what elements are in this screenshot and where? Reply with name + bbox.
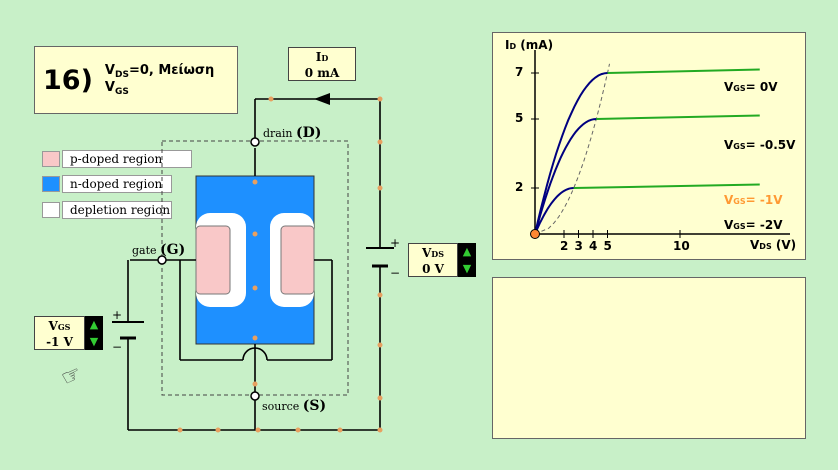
curve-label: VGS= -2V xyxy=(724,218,783,232)
curve-label: VGS= 0V xyxy=(724,80,778,94)
legend-n-doped: n-doped region xyxy=(42,175,172,193)
curve-label: VGS= -1V xyxy=(724,193,783,207)
curve-label: VGS= -0.5V xyxy=(724,138,796,152)
ohmic-curve xyxy=(534,118,597,235)
x-tick-label: 3 xyxy=(574,239,583,253)
legend-depletion: depletion region xyxy=(42,201,172,219)
drain-terminal xyxy=(250,137,260,147)
drain-label: drain (D) xyxy=(263,125,322,141)
x-tick-label: 10 xyxy=(673,239,690,253)
y-tick-label: 2 xyxy=(515,180,524,194)
vds-meter: VDS 0 V xyxy=(408,243,458,277)
experiment-title: VDS=0, Μείωση VGS xyxy=(104,63,215,97)
y-tick-label: 5 xyxy=(515,111,524,125)
vgs-value: -1 V xyxy=(46,335,73,349)
y-tick-label: 7 xyxy=(515,65,524,79)
ohmic-curve xyxy=(534,187,574,235)
vgs-minus-sign: − xyxy=(112,340,123,354)
vgs-down-arrow-icon[interactable]: ▼ xyxy=(89,335,99,348)
vgs-up-arrow-icon[interactable]: ▲ xyxy=(89,318,99,331)
operating-point xyxy=(530,229,540,239)
y-axis-label: ID (mA) xyxy=(505,38,554,52)
vgs-plus-sign: + xyxy=(112,308,123,322)
saturation-line xyxy=(596,114,760,120)
vds-plus-sign: + xyxy=(390,236,401,250)
vds-stepper[interactable]: ▲ ▼ xyxy=(458,243,476,277)
saturation-line xyxy=(573,183,760,189)
pinch-off-locus xyxy=(534,63,610,235)
ohmic-curve xyxy=(534,72,608,235)
x-tick-label: 4 xyxy=(589,239,598,253)
title-box: 16) VDS=0, Μείωση VGS xyxy=(34,46,238,114)
vgs-meter: VGS -1 V xyxy=(34,316,85,350)
x-tick-label: 2 xyxy=(560,239,569,253)
vds-minus-sign: − xyxy=(390,266,401,280)
experiment-number: 16) xyxy=(43,64,93,96)
vds-up-arrow-icon[interactable]: ▲ xyxy=(462,245,472,258)
x-axis-label: VDS (V) xyxy=(750,238,797,252)
depletion-swatch xyxy=(42,202,60,218)
n-doped-swatch xyxy=(42,176,60,192)
x-tick-label: 5 xyxy=(603,239,612,253)
gate-terminal xyxy=(157,255,167,265)
info-panel xyxy=(492,277,806,439)
id-value: 0 mA xyxy=(304,66,340,80)
current-arrow-icon xyxy=(314,93,330,105)
id-meter: ID 0 mA xyxy=(288,47,356,81)
vgs-stepper[interactable]: ▲ ▼ xyxy=(85,316,103,350)
legend-p-doped: p-doped region xyxy=(42,150,192,168)
gate-label: gate (G) xyxy=(132,242,186,258)
saturation-line xyxy=(607,68,760,74)
vds-down-arrow-icon[interactable]: ▼ xyxy=(462,262,472,275)
p-doped-swatch xyxy=(42,151,60,167)
source-terminal xyxy=(250,391,260,401)
charge-carriers xyxy=(177,96,383,433)
source-label: source (S) xyxy=(262,398,327,414)
vds-value: 0 V xyxy=(422,262,444,276)
